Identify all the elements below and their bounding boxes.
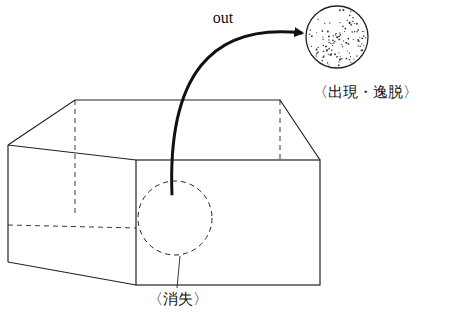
vanishing-circle: 〈消失〉 (137, 180, 213, 256)
box-edge (8, 145, 136, 160)
box-edge (7, 145, 8, 262)
leader-line (177, 256, 180, 288)
emerging-sphere: 〈出現・逸脱〉 (305, 5, 369, 69)
hidden-edge (75, 100, 76, 215)
circle-outline (305, 5, 369, 69)
curved-arrow (172, 32, 303, 196)
node-label: 〈出現・逸脱〉 (313, 83, 418, 101)
hidden-edge (8, 225, 136, 228)
box-front-face (136, 160, 320, 285)
node-label: 〈消失〉 (148, 290, 208, 308)
box-edge (8, 262, 136, 285)
arrow-label: out (212, 9, 234, 27)
hidden-edge (280, 100, 281, 160)
circle-outline (137, 180, 213, 256)
box-top-rim (8, 100, 320, 160)
